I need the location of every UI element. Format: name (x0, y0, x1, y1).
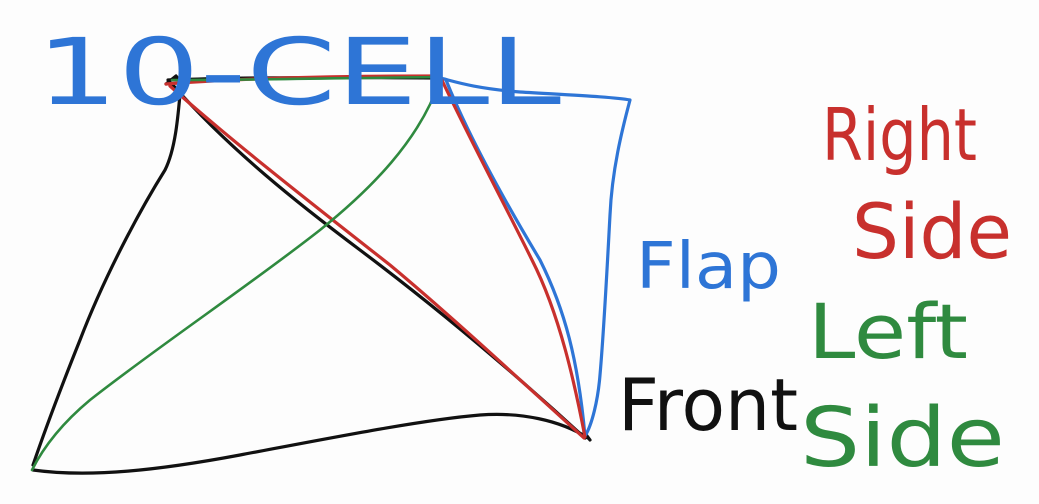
green-top-edge (170, 75, 442, 82)
front-label: Front (618, 363, 798, 447)
blue-flap-outline (438, 76, 632, 438)
blue-flap-fold (444, 78, 587, 438)
right-side-label-line2: Side (852, 187, 1012, 276)
left-side-label-line1: Left (808, 287, 968, 376)
flap-label: Flap (636, 230, 781, 304)
green-diagonal (30, 78, 442, 472)
black-bottom-edge (31, 412, 590, 475)
title-label: 10-CELL (36, 19, 561, 126)
red-right-side (164, 74, 587, 440)
red-diagonal (168, 84, 586, 440)
black-left-edge (31, 80, 183, 467)
left-side-label-line2: Side (800, 391, 1005, 486)
red-right-edge (438, 74, 587, 439)
right-side-label-line1: Right (822, 93, 977, 177)
green-left-side (30, 75, 442, 472)
black-diagonal (170, 82, 587, 440)
black-outline (31, 74, 592, 475)
blue-flap (438, 76, 632, 438)
